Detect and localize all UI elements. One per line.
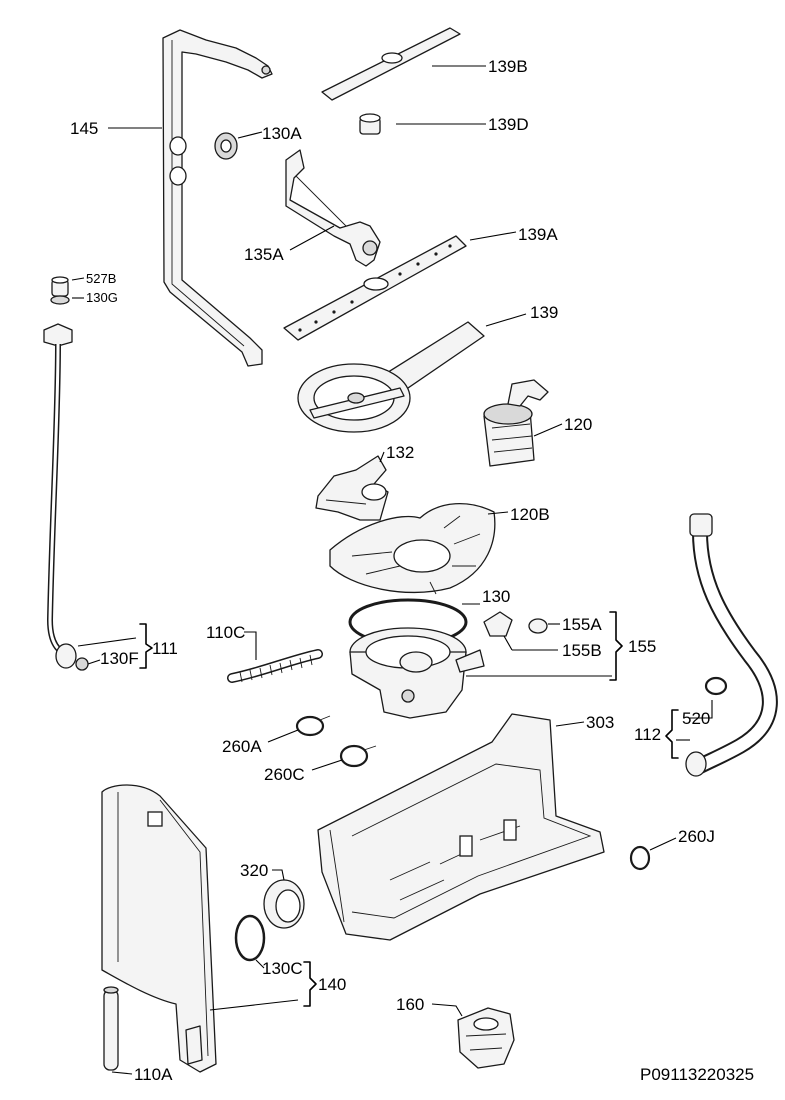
label-140: 140 (318, 975, 346, 994)
part-139-lower-spray-arm[interactable] (297, 321, 485, 433)
part-260C-hose-clip[interactable] (339, 744, 377, 768)
label-110C: 110C (206, 623, 245, 642)
brace-155 (609, 611, 623, 681)
part-111-inlet-hose[interactable] (43, 323, 89, 671)
part-520-hose-clamp[interactable] (704, 676, 728, 696)
part-135A-spray-arm-bracket[interactable] (285, 149, 381, 267)
brace-140 (303, 961, 317, 1007)
part-110C-corrugated-hose[interactable] (227, 649, 323, 683)
part-130G-washer[interactable] (50, 295, 70, 305)
part-112-drain-hose[interactable] (685, 513, 778, 777)
part-120B-filter-plate[interactable] (329, 503, 496, 595)
label-132: 132 (386, 443, 414, 462)
part-260A-hose-clip[interactable] (295, 715, 331, 737)
label-260A: 260A (222, 737, 262, 756)
part-260J-hose-clip[interactable] (629, 845, 651, 871)
part-527B-connector[interactable] (51, 276, 69, 297)
part-160-valve[interactable] (457, 1007, 515, 1069)
label-527B: 527B (86, 271, 116, 286)
part-303-base[interactable] (317, 713, 605, 941)
label-130A: 130A (262, 124, 302, 143)
brace-112 (665, 709, 679, 759)
part-120-filter[interactable] (483, 379, 549, 467)
part-130A-gasket[interactable] (214, 132, 238, 160)
label-130G: 130G (86, 290, 118, 305)
label-139B: 139B (488, 57, 528, 76)
label-112: 112 (634, 725, 661, 744)
part-130C-ring[interactable] (234, 914, 266, 962)
part-145-supply-pipe[interactable] (162, 29, 273, 367)
label-111: 111 (152, 639, 178, 658)
label-260C: 260C (264, 765, 305, 784)
label-139D: 139D (488, 115, 529, 134)
label-139A: 139A (518, 225, 558, 244)
label-130: 130 (482, 587, 510, 606)
part-139A-middle-spray-arm[interactable] (283, 235, 467, 341)
label-110A: 110A (134, 1065, 173, 1084)
label-130F: 130F (100, 649, 139, 668)
part-132-regeneration-unit[interactable] (315, 455, 389, 521)
label-160: 160 (396, 995, 424, 1014)
part-140-salt-container-panel[interactable] (101, 784, 217, 1073)
label-260J: 260J (678, 827, 715, 846)
label-320: 320 (240, 861, 268, 880)
part-155-sump-assembly[interactable] (349, 627, 485, 719)
document-code: P09113220325 (640, 1065, 754, 1084)
part-320-seal[interactable] (263, 879, 305, 929)
label-135A: 135A (244, 245, 284, 264)
part-139B-upper-spray-arm[interactable] (321, 27, 461, 101)
part-139D-nut[interactable] (359, 113, 381, 135)
label-520: 520 (682, 709, 710, 728)
label-130C: 130C (262, 959, 303, 978)
label-120: 120 (564, 415, 592, 434)
label-155A: 155A (562, 615, 602, 634)
label-155: 155 (628, 637, 656, 656)
part-155A-plug[interactable] (528, 618, 548, 634)
label-120B: 120B (510, 505, 550, 524)
part-155B-flap[interactable] (483, 611, 513, 637)
label-145: 145 (70, 119, 98, 138)
label-303: 303 (586, 713, 614, 732)
label-155B: 155B (562, 641, 602, 660)
brace-111 (139, 623, 153, 669)
label-139: 139 (530, 303, 558, 322)
